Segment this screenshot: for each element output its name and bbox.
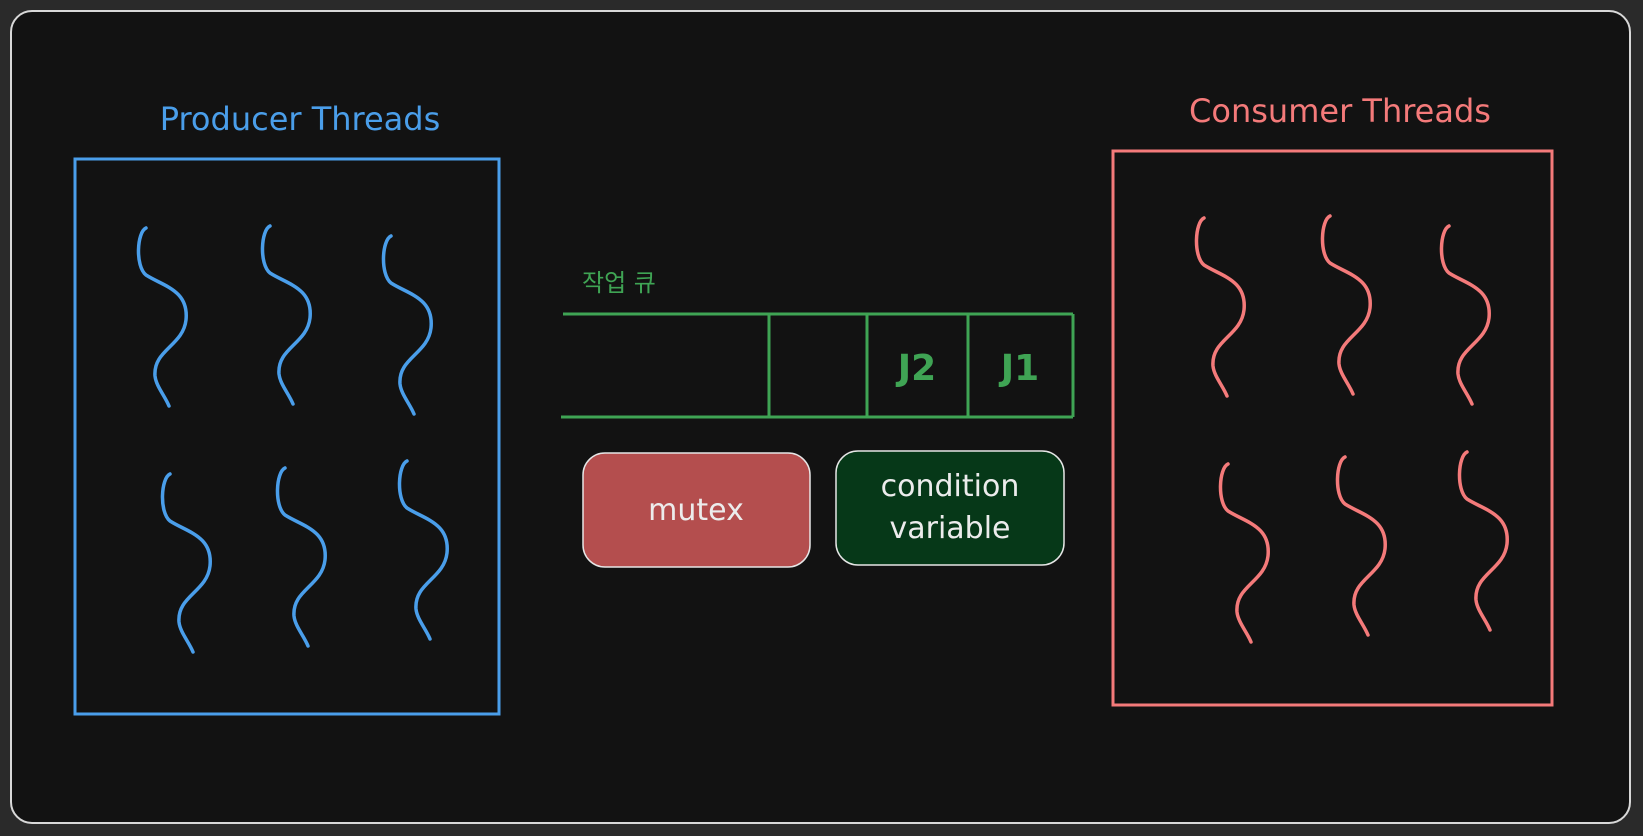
- producer-title: Producer Threads: [160, 100, 441, 138]
- producer-thread-icon: [275, 466, 327, 648]
- queue-slot-4: J1: [998, 348, 1039, 389]
- producer-threads: [136, 224, 449, 654]
- consumer-title: Consumer Threads: [1189, 92, 1491, 130]
- mutex-box: mutex: [582, 452, 811, 568]
- diagram-svg: Producer Threads Consumer Threads 작업 큐 J…: [73, 92, 1554, 716]
- producer-thread-icon: [397, 459, 449, 641]
- diagram-canvas: Producer Threads Consumer Threads 작업 큐 J…: [10, 10, 1631, 824]
- mutex-shape: [582, 452, 811, 568]
- queue-slot-3: J2: [895, 348, 936, 389]
- queue-title: 작업 큐: [582, 269, 656, 297]
- condition-variable-box: condition variable: [835, 450, 1065, 566]
- producer-thread-icon: [381, 234, 433, 416]
- producer-box: [73, 157, 501, 716]
- mutex-label: mutex: [648, 493, 744, 528]
- consumer-group: Consumer Threads: [1111, 92, 1554, 707]
- condition-variable-label-line1: condition: [881, 469, 1020, 504]
- producer-thread-icon: [260, 224, 312, 406]
- consumer-thread-icon: [1218, 462, 1270, 644]
- producer-group: Producer Threads: [73, 100, 501, 716]
- consumer-thread-icon: [1457, 450, 1509, 632]
- producer-thread-icon: [160, 472, 212, 654]
- work-queue: 작업 큐 J2 J1: [561, 269, 1075, 419]
- consumer-thread-icon: [1335, 455, 1387, 637]
- condition-variable-label-line2: variable: [889, 511, 1010, 546]
- consumer-threads: [1194, 214, 1509, 644]
- producer-thread-icon: [136, 226, 188, 408]
- consumer-thread-icon: [1439, 224, 1491, 406]
- consumer-thread-icon: [1194, 216, 1246, 398]
- condition-variable-shape: [835, 450, 1065, 566]
- consumer-thread-icon: [1320, 214, 1372, 396]
- consumer-box: [1111, 149, 1554, 707]
